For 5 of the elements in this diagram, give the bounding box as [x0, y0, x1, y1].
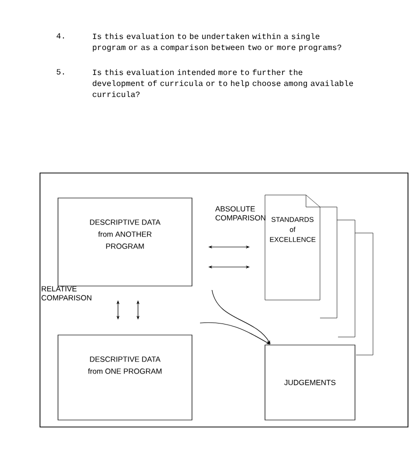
question-number: 4. — [56, 33, 64, 38]
frame-box — [40, 172, 408, 428]
question-number: 5. — [56, 69, 64, 75]
question-text: Is this evaluation to be undertaken within a single program or as a comparison between two or more programs? — [92, 33, 342, 52]
question-text: Is this evaluation intended more to further the development of curricula or to help choose among available curricula? — [92, 69, 353, 98]
